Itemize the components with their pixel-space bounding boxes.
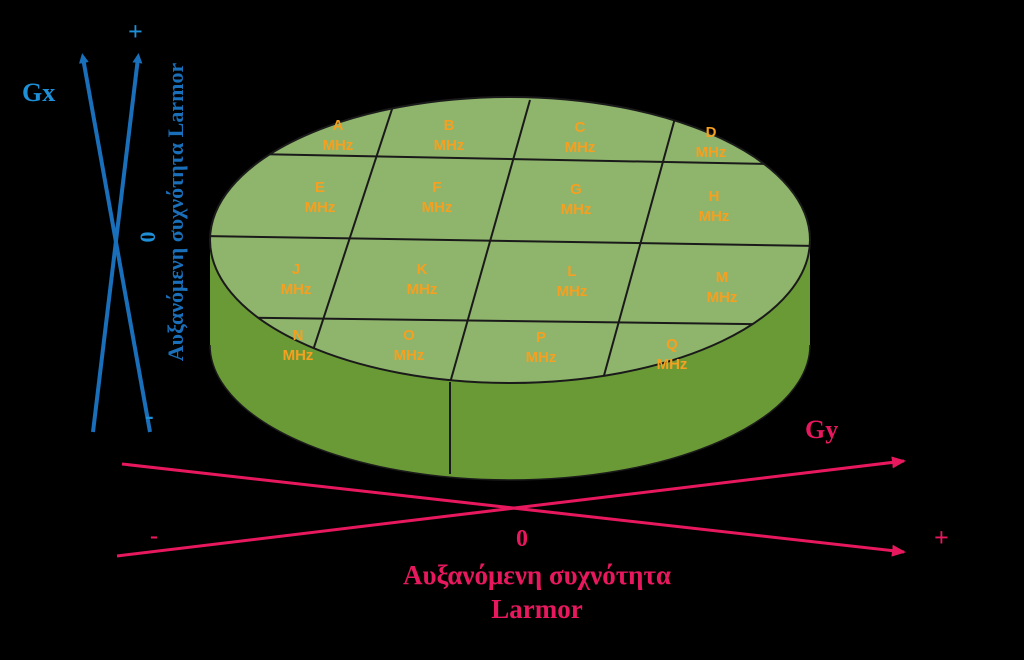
disk-grid	[210, 99, 810, 383]
cell-letter: E	[315, 179, 325, 196]
cell-label: O MHz	[394, 327, 425, 364]
gx-label: Gx	[22, 78, 55, 107]
cell-unit: MHz	[657, 356, 688, 373]
disk-bottom-rim	[209, 344, 811, 481]
cell-label: K MHz	[407, 261, 438, 298]
cell-labels: AMHzBMHzCMHzDMHzEMHzFMHzGMHzHMHzJMHzKMHz…	[281, 117, 738, 373]
cell-unit: MHz	[407, 281, 438, 298]
gy-axis-line-up-right	[116, 456, 906, 558]
cell-letter: G	[570, 181, 582, 198]
gx-caption: Αυξανόμενη συχνότητα Larmor	[163, 63, 188, 362]
gy-label: Gy	[805, 415, 838, 444]
cell-unit: MHz	[699, 208, 730, 225]
cell-label: L MHz	[557, 263, 588, 300]
cell-unit: MHz	[561, 201, 592, 218]
cell-unit: MHz	[707, 289, 738, 306]
cell-unit: MHz	[394, 347, 425, 364]
cell-unit: MHz	[434, 137, 465, 154]
gy-plus-sign: +	[934, 523, 949, 552]
gy-caption-line1: Αυξανόμενη συχνότητα	[403, 560, 671, 590]
gx-zero: 0	[135, 232, 160, 243]
cell-unit: MHz	[557, 283, 588, 300]
gy-caption-line2: Larmor	[491, 594, 582, 624]
cell-label: P MHz	[526, 329, 557, 366]
cell-unit: MHz	[281, 281, 312, 298]
cell-label: J MHz	[281, 261, 312, 298]
cell-letter: F	[432, 179, 441, 196]
cell-label: D MHz	[696, 124, 727, 161]
cell-letter: P	[536, 329, 546, 346]
cell-letter: J	[292, 261, 300, 278]
cell-unit: MHz	[323, 137, 354, 154]
cell-label: M MHz	[707, 269, 738, 306]
cell-unit: MHz	[696, 144, 727, 161]
cell-letter: Q	[666, 336, 678, 353]
gx-plus-sign: +	[128, 17, 143, 46]
cell-letter: D	[706, 124, 717, 141]
cell-unit: MHz	[526, 349, 557, 366]
cell-unit: MHz	[283, 347, 314, 364]
cell-label: F MHz	[422, 179, 453, 216]
cell-label: C MHz	[565, 119, 596, 156]
cell-label: N MHz	[283, 327, 314, 364]
cell-label: B MHz	[434, 117, 465, 154]
cell-letter: A	[333, 117, 344, 134]
cell-letter: H	[709, 188, 720, 205]
gx-axis-line-up-right	[91, 53, 143, 433]
cell-unit: MHz	[305, 199, 336, 216]
cell-letter: L	[567, 263, 576, 280]
cell-label: H MHz	[699, 188, 730, 225]
cell-letter: O	[403, 327, 415, 344]
gy-zero: 0	[516, 526, 528, 552]
cell-unit: MHz	[422, 199, 453, 216]
cell-letter: K	[417, 261, 428, 278]
cell-label: E MHz	[305, 179, 336, 216]
cell-label: Q MHz	[657, 336, 688, 373]
cell-letter: N	[293, 327, 304, 344]
cell-letter: B	[444, 117, 455, 134]
cell-letter: M	[716, 269, 729, 286]
cell-label: A MHz	[323, 117, 354, 154]
cell-label: G MHz	[561, 181, 592, 218]
cell-letter: C	[575, 119, 586, 136]
cell-unit: MHz	[565, 139, 596, 156]
gy-minus-sign: -	[150, 523, 158, 549]
gx-minus-sign: -	[145, 401, 154, 430]
